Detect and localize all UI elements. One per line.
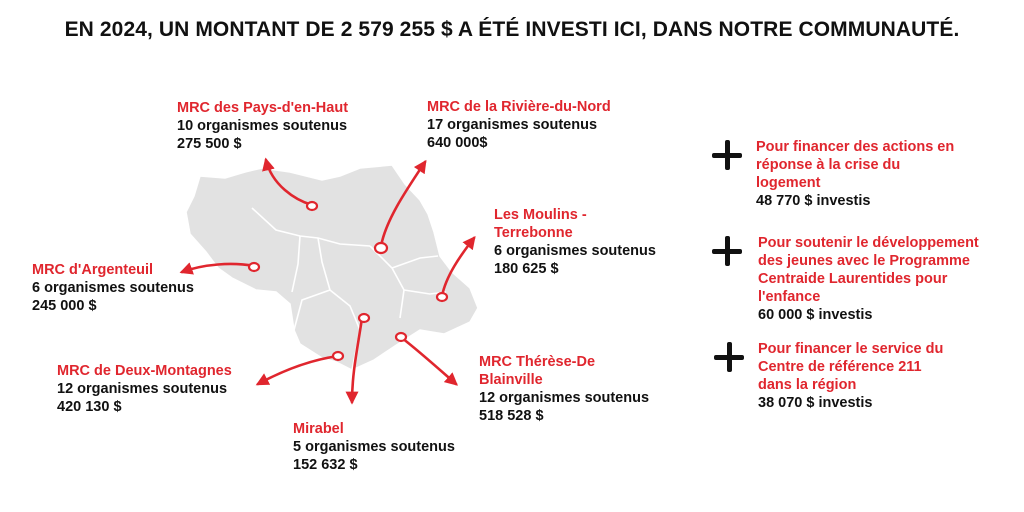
investment-title-line: logement	[756, 175, 821, 191]
region-orgs: 6 organismes soutenus	[494, 243, 656, 259]
investment-title: Pour financer le service du Centre de ré…	[758, 340, 943, 394]
region-name: MRC de Deux-Montagnes	[57, 363, 232, 379]
label-deux-montagnes: MRC de Deux-Montagnes 12 organismes sout…	[57, 362, 232, 416]
region-markers	[247, 200, 449, 362]
investment-amount: 38 070 $ investis	[758, 395, 873, 411]
region-amount: 640 000$	[427, 135, 488, 151]
map-territory	[185, 164, 479, 371]
label-les-moulins: Les Moulins - Terrebonne 6 organismes so…	[494, 206, 656, 278]
investment-title-line: Centraide Laurentides pour	[758, 271, 948, 287]
region-name-line: MRC Thérèse-De	[479, 354, 596, 370]
region-orgs: 10 organismes soutenus	[177, 118, 348, 134]
region-name: MRC de la Rivière-du-Nord	[427, 99, 611, 115]
label-therese-de-blainville: MRC Thérèse-De Blainville 12 organismes …	[479, 353, 649, 425]
region-amount: 518 528 $	[479, 408, 544, 424]
region-amount: 420 130 $	[57, 399, 122, 415]
investment-title-line: Pour financer le service du	[758, 341, 944, 357]
arrow-therese	[400, 336, 458, 386]
label-riviere-du-nord: MRC de la Rivière-du-Nord 17 organismes …	[427, 98, 611, 152]
label-argenteuil: MRC d'Argenteuil 6 organismes soutenus 2…	[32, 261, 194, 315]
region-name: MRC Thérèse-De Blainville	[479, 353, 649, 389]
region-name: MRC des Pays-d'en-Haut	[177, 100, 349, 116]
arrow-les-moulins	[440, 235, 476, 298]
region-orgs: 6 organismes soutenus	[32, 280, 194, 296]
region-amount: 152 632 $	[293, 457, 358, 473]
arrow-argenteuil	[179, 262, 256, 275]
arrow-riviere-du-nord	[379, 159, 427, 248]
map-borders	[251, 207, 447, 371]
plus-icon	[710, 234, 744, 268]
region-orgs: 12 organismes soutenus	[479, 390, 650, 406]
region-name-line: Les Moulins -	[494, 207, 587, 223]
region-amount: 275 500 $	[177, 136, 242, 152]
label-pays-d-en-haut: MRC des Pays-d'en-Haut 10 organismes sou…	[177, 99, 348, 153]
arrow-mirabel	[345, 316, 364, 405]
region-amount: 245 000 $	[32, 298, 97, 314]
investment-title-line: l'enfance	[758, 289, 821, 305]
region-name-line: Blainville	[479, 372, 543, 388]
region-amount: 180 625 $	[494, 261, 559, 277]
investment-title: Pour soutenir le développement des jeune…	[758, 234, 979, 306]
investment-title-line: dans la région	[758, 377, 857, 393]
investment-amount: 60 000 $ investis	[758, 307, 873, 323]
region-orgs: 17 organismes soutenus	[427, 117, 598, 133]
investment-title-line: Pour financer des actions en	[756, 139, 955, 155]
investment-title: Pour financer des actions en réponse à l…	[756, 138, 954, 192]
region-orgs: 12 organismes soutenus	[57, 381, 228, 397]
region-orgs: 5 organismes soutenus	[293, 439, 455, 455]
plus-icon	[710, 138, 744, 172]
investment-title-line: Centre de référence 211	[758, 359, 922, 375]
region-name: Mirabel	[293, 421, 344, 437]
region-name: Les Moulins - Terrebonne	[494, 206, 656, 242]
label-mirabel: Mirabel 5 organismes soutenus 152 632 $	[293, 420, 455, 474]
investment-amount: 48 770 $ investis	[756, 193, 871, 209]
page-title: EN 2024, UN MONTANT DE 2 579 255 $ A ÉTÉ…	[64, 18, 960, 41]
plus-icon	[712, 340, 746, 374]
investment-title-line: Pour soutenir le développement	[758, 235, 979, 251]
investment-title-line: réponse à la crise du	[756, 157, 901, 173]
investment-title-line: des jeunes avec le Programme	[758, 253, 970, 269]
region-name-line: Terrebonne	[494, 225, 573, 241]
region-name: MRC d'Argenteuil	[32, 262, 154, 278]
arrow-deux-montagnes	[255, 354, 340, 386]
